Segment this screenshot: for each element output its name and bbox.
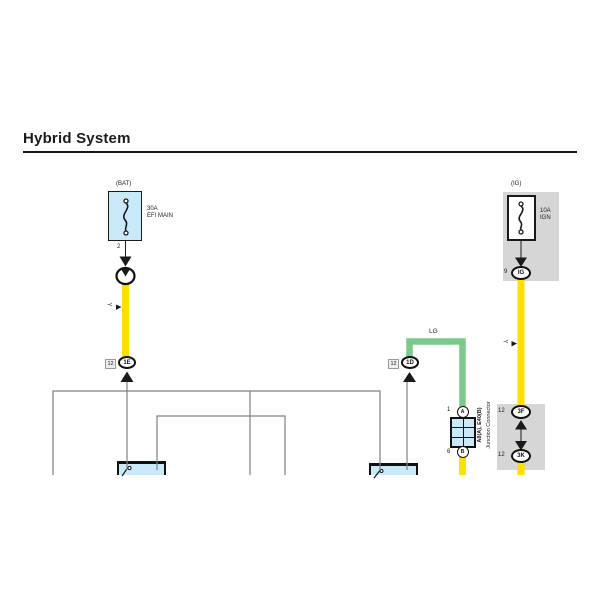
fuse-squiggle-icon [123, 198, 129, 236]
switch-contact-icon [121, 465, 132, 477]
junction-name-line1: A8(A), E40(B) [477, 407, 483, 443]
connector-code-text: 3F [517, 409, 525, 415]
wire-color-label-y-left: Y [105, 302, 112, 307]
ig-fuse-rating: 10A [540, 208, 551, 214]
junction-top-pin: 1 [447, 407, 451, 413]
ig-fuse-box [507, 195, 536, 241]
junction-cell [452, 437, 463, 446]
wire-color-label-y-right: Y [501, 339, 508, 344]
junction-code-text: A [460, 409, 465, 415]
connector-3k-pin: 12 [498, 452, 505, 458]
inline-connector-female-icon [121, 269, 130, 277]
ig-fuse-header: (IG) [511, 181, 522, 187]
connector-code-text: 1E [123, 359, 131, 366]
bat-fuse-box [108, 191, 142, 241]
switch-contact-icon [373, 469, 384, 479]
junction-cell [452, 428, 463, 437]
connector-ig-code: IG [511, 266, 531, 280]
component-box-left [117, 461, 166, 477]
component-box-right [369, 463, 418, 479]
inline-connector-male-icon [119, 256, 132, 267]
connector-ig-pin: 9 [504, 269, 508, 275]
wire-color-pointer-right-icon [511, 341, 517, 347]
inline-connector-ring-icon [115, 266, 136, 286]
junction-cell [463, 437, 474, 446]
connector-1d-pin: 12 [388, 359, 400, 369]
connector-code-text: IG [517, 270, 525, 276]
connector-3k-code: 3K [511, 449, 531, 463]
connector-1d-code: 1D [401, 356, 419, 369]
arrow-up-1e-icon [120, 371, 134, 382]
junction-bottom-code: B [456, 446, 469, 458]
junction-connector-grid [450, 417, 476, 448]
connector-3f-code: 3F [511, 405, 531, 419]
bat-fuse-header: (BAT) [116, 181, 132, 187]
bat-fuse-name: EFI MAIN [147, 213, 174, 219]
arrow-up-1d-icon [403, 372, 416, 382]
ig-fuse-name: IGN [540, 215, 551, 221]
wire-color-label-lg: LG [429, 328, 438, 335]
page-title: Hybrid System [23, 130, 131, 147]
bat-fuse-pin: 2 [117, 244, 121, 250]
junction-bottom-pin: 6 [447, 449, 451, 455]
connector-3f-pin: 12 [498, 408, 505, 414]
fuse-squiggle-icon [518, 201, 524, 235]
lg-wire [406, 338, 466, 409]
connector-code-text: 1D [406, 359, 414, 366]
branch-line-outer [52, 390, 381, 475]
bat-fuse-rating: 30A [147, 206, 158, 212]
title-rule [23, 151, 577, 153]
junction-name-line2: Junction Connector [486, 401, 492, 449]
connector-1e-code: 1E [118, 356, 136, 369]
branch-line-inner [156, 415, 286, 475]
junction-top-code: A [456, 406, 469, 418]
junction-cell [463, 419, 474, 428]
junction-cell [463, 428, 474, 437]
junction-cell [452, 419, 463, 428]
connector-1e-pin: 12 [105, 359, 117, 369]
wire-color-pointer-left-icon [116, 304, 122, 310]
junction-code-text: B [460, 449, 465, 455]
connector-code-text: 3K [517, 453, 525, 459]
